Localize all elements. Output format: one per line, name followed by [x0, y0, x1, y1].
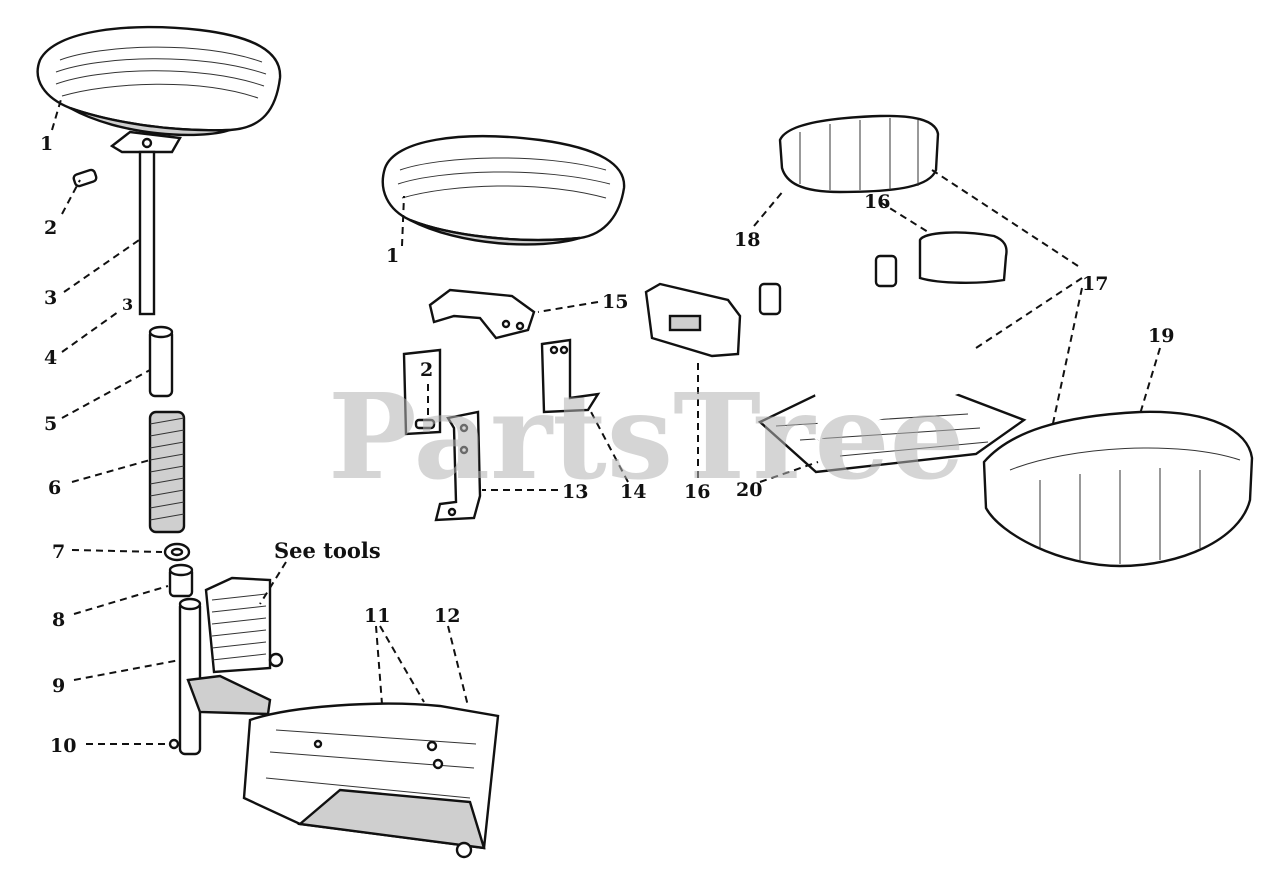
callout-3-small: 3 [122, 295, 133, 314]
callout-6: 6 [48, 477, 61, 499]
sleeve-5 [148, 325, 174, 398]
plate-2 [402, 348, 442, 436]
seat-post-plate [109, 130, 182, 154]
support-bracket [186, 674, 272, 716]
floor-plate-12 [242, 702, 500, 859]
callout-8: 8 [52, 609, 65, 631]
callout-1-middle: 1 [386, 245, 399, 267]
bracket-13 [434, 410, 482, 522]
watermark: PartsTree [328, 367, 965, 506]
callout-16-bottom: 16 [684, 481, 710, 503]
callout-11: 11 [364, 605, 390, 627]
washer-7 [163, 542, 191, 562]
small-clip-2 [72, 168, 98, 188]
callout-2-left: 2 [44, 217, 57, 239]
callout-12: 12 [434, 605, 460, 627]
pin-10 [168, 738, 180, 750]
callout-14: 14 [620, 481, 646, 503]
spring-6 [148, 410, 186, 534]
callout-15: 15 [602, 291, 628, 313]
seat-pan-middle [381, 135, 626, 246]
callout-18: 18 [734, 229, 760, 251]
seat-pan-left [36, 25, 282, 137]
leader-lines [51, 95, 1161, 745]
callout-19: 19 [1148, 325, 1174, 347]
callout-10: 10 [50, 735, 76, 757]
see-tools-note: See tools [274, 538, 381, 563]
callout-2-middle: 2 [420, 359, 433, 381]
bushing-8 [168, 563, 194, 598]
callout-3: 3 [44, 287, 57, 309]
bracket-14 [540, 338, 601, 414]
callout-13: 13 [562, 481, 588, 503]
callouts: 1 1 2 2 3 3 4 5 6 7 8 9 10 11 12 13 14 1… [40, 133, 1174, 757]
seat-frame-20 [749, 240, 1027, 474]
callout-1-left: 1 [40, 133, 53, 155]
callout-20: 20 [736, 479, 762, 501]
callout-17: 17 [1082, 273, 1108, 295]
cushion-19 [982, 410, 1254, 568]
backrest-18 [778, 114, 940, 194]
callout-4: 4 [44, 347, 57, 369]
callout-9: 9 [52, 675, 65, 697]
pad-16-left [644, 282, 742, 358]
callout-5: 5 [44, 413, 57, 435]
callout-7: 7 [52, 541, 65, 563]
tool-box [204, 576, 284, 674]
callout-16-top: 16 [864, 191, 890, 213]
pad-16-right [918, 231, 1008, 284]
tube-9 [178, 597, 202, 756]
seat-post-rod [138, 150, 156, 316]
bracket-15 [428, 288, 536, 340]
